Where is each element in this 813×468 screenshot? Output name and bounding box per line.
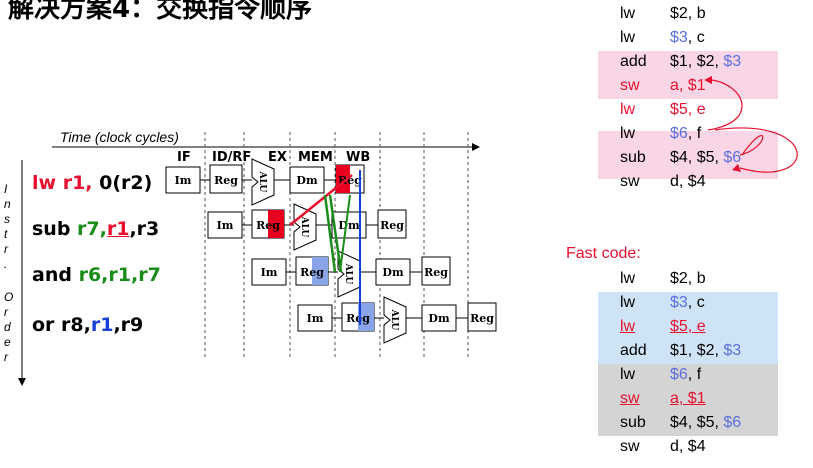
stage-label: IF [177,150,191,165]
im-box [297,304,333,332]
order-letter: r [4,242,8,256]
pipeline-row: Im Reg ALU Dm Reg [297,296,497,344]
svg-text:Reg: Reg [424,266,448,279]
code-line: lw$6, f [620,125,702,142]
forward-line-green-3 [339,194,351,273]
stage-label: EX [268,150,287,165]
fast-code-label: Fast code: [566,245,641,262]
slow-code-highlight-1 [598,51,778,99]
wb-reg-box [377,209,407,239]
code-line: add$1, $2, $3 [620,53,742,70]
slow-code-highlight-2 [598,131,778,179]
svg-text:Im: Im [175,174,192,187]
time-axis-label: Time (clock cycles) [60,129,179,145]
svg-text:Reg: Reg [380,219,404,232]
wb-reg-box [421,256,451,286]
code-line: add$1, $2, $3 [620,342,742,359]
order-letter: s [4,212,10,226]
instruction: sub r7,r1,r3 [32,218,160,240]
forward-line-green-1 [323,194,337,273]
fast-code-highlight-blue [598,292,778,364]
pipeline-row: Im Reg ALU Dm Reg [207,203,407,251]
svg-text:Reg: Reg [338,174,362,187]
code-line: lw$3, c [620,29,705,46]
order-letter: n [4,197,11,211]
stage-label: ID/RF [212,150,252,165]
svg-text:Dm: Dm [338,219,360,232]
dm-box [289,166,325,194]
order-letter: e [4,335,11,349]
order-letter: I [4,182,8,196]
time-axis-arrow [472,143,480,151]
fast-code-highlight-gray [598,364,778,436]
svg-text:ALU: ALU [343,263,353,285]
im-box [251,258,287,286]
svg-text:Im: Im [217,219,234,232]
svg-text:Dm: Dm [428,312,450,325]
reg-box [209,164,243,194]
svg-text:Im: Im [307,312,324,325]
im-box [207,211,243,239]
instruction: lw r1, 0(r2) [32,172,153,194]
pipeline-row: Im Reg ALU Dm Reg [165,158,365,206]
order-letter: O [4,290,14,304]
forward-line-red [289,174,353,226]
svg-text:Reg: Reg [346,312,370,325]
order-letter: . [4,257,8,271]
alu-shape [293,203,317,251]
wb-reg-box [467,302,497,332]
alu-shape [383,296,407,344]
forward-line-green-2 [328,194,343,273]
svg-text:Reg: Reg [214,174,238,187]
stage-label: MEM [298,150,333,165]
svg-text:Dm: Dm [382,266,404,279]
svg-text:ALU: ALU [257,171,267,193]
instruction: and r6,r1,r7 [32,264,161,286]
code-line: lw$5, e [620,318,706,335]
order-letter: r [4,305,8,319]
svg-text:Im: Im [261,266,278,279]
code-line: sub$4, $5, $6 [620,414,742,431]
instruction: or r8,r1,r9 [32,314,144,336]
svg-text:ALU: ALU [389,309,399,331]
order-axis-arrow [18,378,26,386]
svg-text:ALU: ALU [299,216,309,238]
code-line: lw$2, b [620,270,706,287]
svg-text:Reg: Reg [470,312,494,325]
dependency-arrows [704,76,798,173]
im-box [165,166,201,194]
code-line: lw$3, c [620,294,705,311]
svg-text:Reg: Reg [256,219,280,232]
order-letter: r [4,350,8,364]
svg-text:Dm: Dm [296,174,318,187]
code-line: lw$6, f [620,366,702,383]
code-line: sub$4, $5, $6 [620,149,742,166]
order-letter: d [4,320,11,334]
dm-box [421,304,457,332]
code-line: lw$5, e [620,101,706,118]
stage-label: WB [346,150,371,165]
alu-shape [251,158,275,206]
order-letter: t [4,227,8,241]
code-line: lw$2, b [620,5,706,22]
pipeline-row: Im Reg ALU Dm Reg [251,250,451,298]
slide-title: 解决方案4：交换指令顺序 [8,0,313,24]
svg-text:Reg: Reg [300,266,324,279]
dm-box [375,258,411,286]
